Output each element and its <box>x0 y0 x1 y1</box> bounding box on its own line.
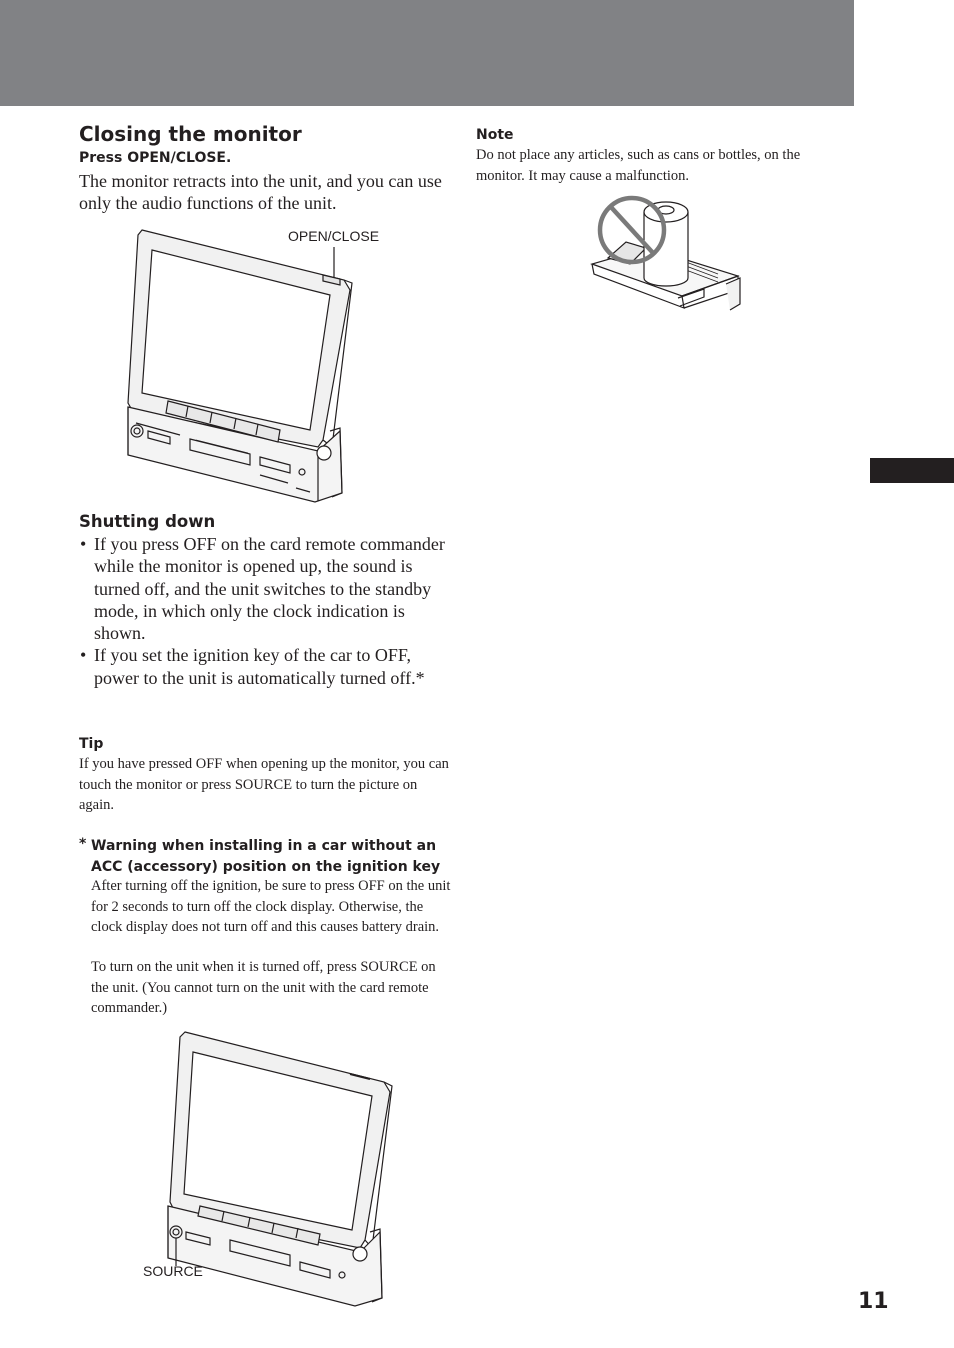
source-callout-label: SOURCE <box>143 1263 203 1279</box>
step-description: The monitor retracts into the unit, and … <box>79 171 442 213</box>
step-instruction: Press OPEN/CLOSE. <box>79 150 232 166</box>
open-close-callout-label: OPEN/CLOSE <box>288 228 380 244</box>
section-tab-marker <box>870 458 954 483</box>
tip-text: If you have pressed OFF when opening up … <box>79 756 449 813</box>
shutdown-bullet-list: If you press OFF on the card remote comm… <box>79 533 457 689</box>
list-item: If you set the ignition key of the car t… <box>79 644 457 689</box>
page-number: 11 <box>858 1289 889 1314</box>
unit-monitor-open-illustration <box>127 229 353 503</box>
unit-source-button-illustration <box>167 1031 393 1307</box>
warning-asterisk: * <box>79 836 87 852</box>
no-cans-on-monitor-illustration <box>590 195 741 311</box>
warning-title: Warning when installing in a car without… <box>91 838 441 875</box>
note-text: Do not place any articles, such as cans … <box>476 147 801 184</box>
section-heading: Closing the monitor <box>79 122 302 146</box>
tip-label: Tip <box>79 736 104 752</box>
warning-paragraph-1: After turning off the ignition, be sure … <box>91 878 451 935</box>
list-item: If you press OFF on the card remote comm… <box>79 533 457 644</box>
note-label: Note <box>476 127 514 143</box>
header-band <box>0 0 854 106</box>
shutting-down-heading: Shutting down <box>79 512 216 531</box>
warning-paragraph-2: To turn on the unit when it is turned of… <box>91 959 436 1016</box>
